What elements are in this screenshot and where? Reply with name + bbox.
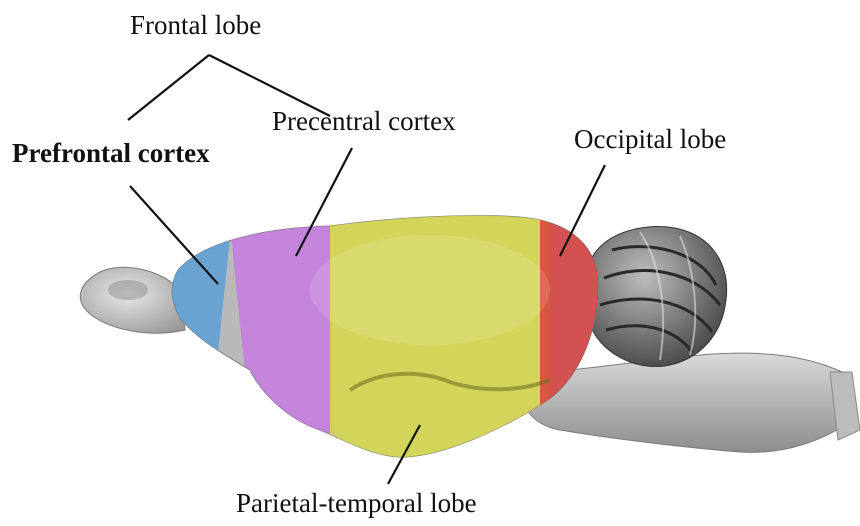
precentral-cortex-label: Precentral cortex	[272, 108, 456, 135]
olfactory-bulb-hollow	[108, 280, 148, 300]
frontal-leader-left	[128, 55, 209, 120]
cortex-highlight	[310, 235, 550, 345]
prefrontal-region	[110, 200, 234, 480]
cerebellum-shape	[590, 227, 727, 367]
prefrontal-cortex-label: Prefrontal cortex	[12, 140, 210, 167]
frontal-lobe-label: Frontal lobe	[130, 12, 261, 39]
parietal-temporal-lobe-label: Parietal-temporal lobe	[236, 490, 477, 517]
precentral-region	[228, 200, 335, 480]
occipital-lobe-label: Occipital lobe	[574, 126, 726, 153]
olfactory-bulb-shape	[80, 267, 185, 333]
